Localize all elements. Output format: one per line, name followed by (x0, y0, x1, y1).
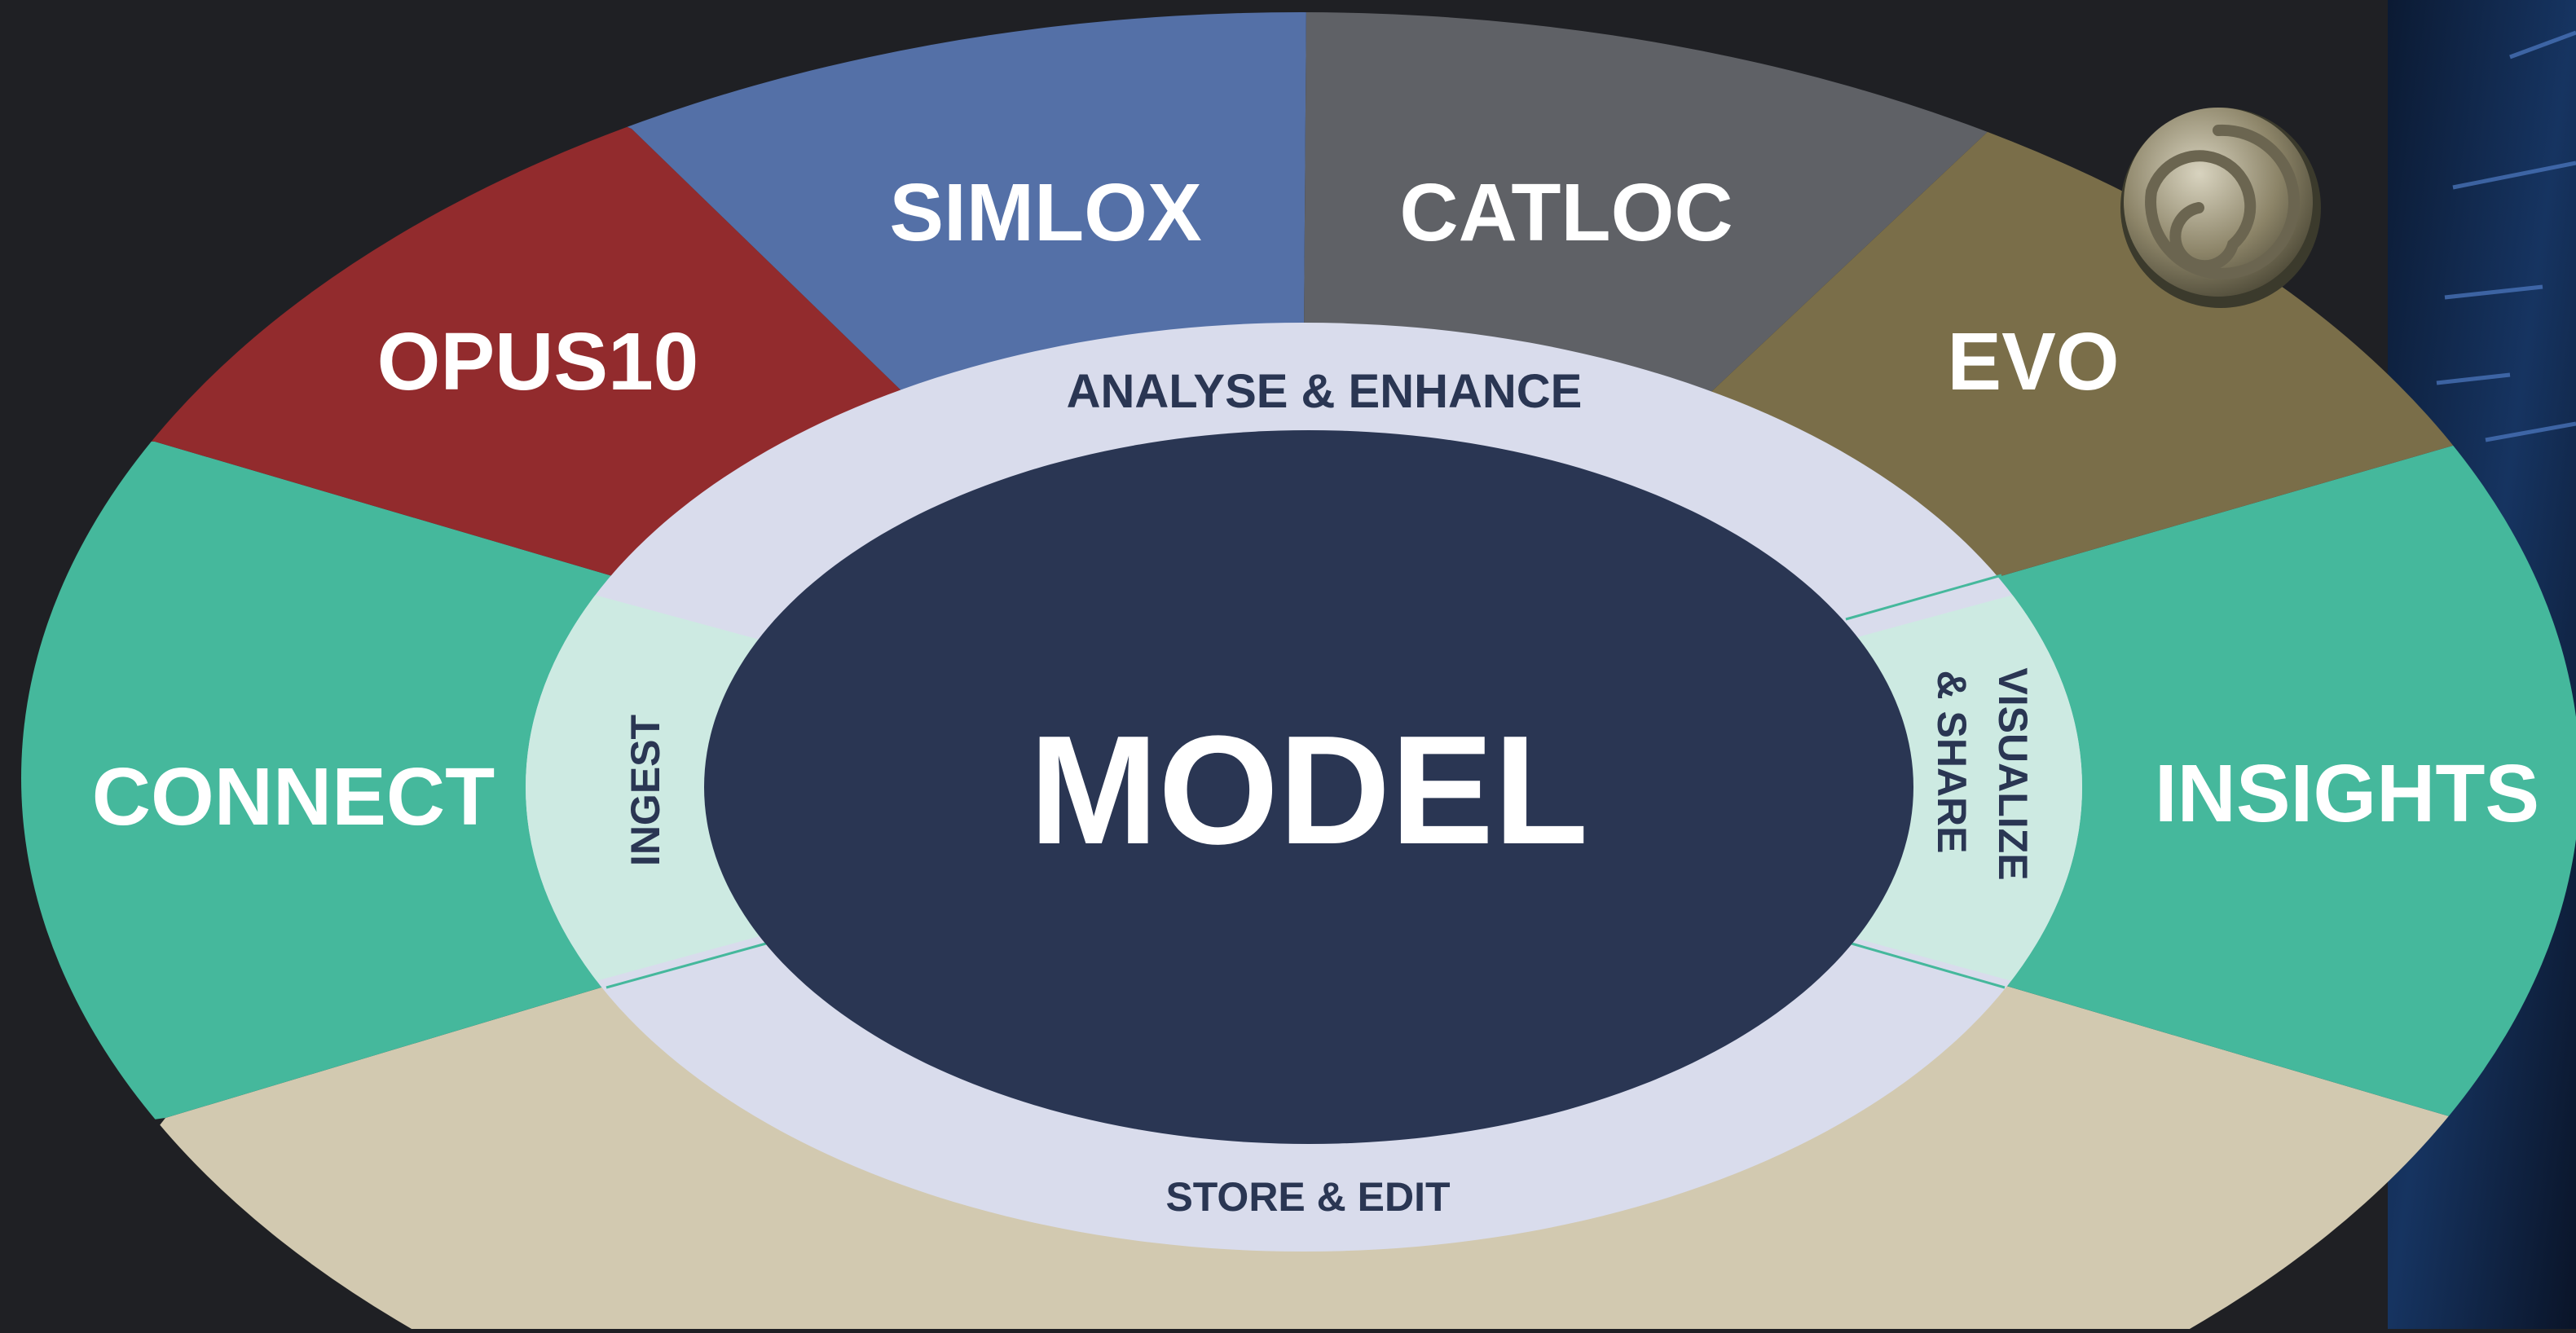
background-circuit-lines (2436, 30, 2576, 442)
label-simlox: SIMLOX (889, 167, 1201, 258)
label-opus10: OPUS10 (377, 316, 699, 407)
label-analyse-enhance: ANALYSE & ENHANCE (1067, 365, 1583, 418)
label-store-edit: STORE & EDIT (1165, 1174, 1450, 1220)
label-and-share: & SHARE (1929, 670, 1975, 853)
label-evo: EVO (1947, 316, 2119, 407)
segment-catloc (1301, 12, 2282, 778)
label-catloc: CATLOC (1399, 167, 1733, 258)
segment-simlox (326, 12, 1306, 778)
label-visualize: VISUALIZE (1990, 667, 2036, 880)
core-model-ellipse (704, 430, 1913, 1144)
spiral-logo-icon (2120, 108, 2321, 308)
label-insights: INSIGHTS (2155, 748, 2539, 839)
ring-dividers (605, 574, 2006, 989)
label-ingest: INGEST (623, 715, 668, 866)
label-model: MODEL (1029, 704, 1588, 877)
label-connect: CONNECT (92, 751, 495, 842)
